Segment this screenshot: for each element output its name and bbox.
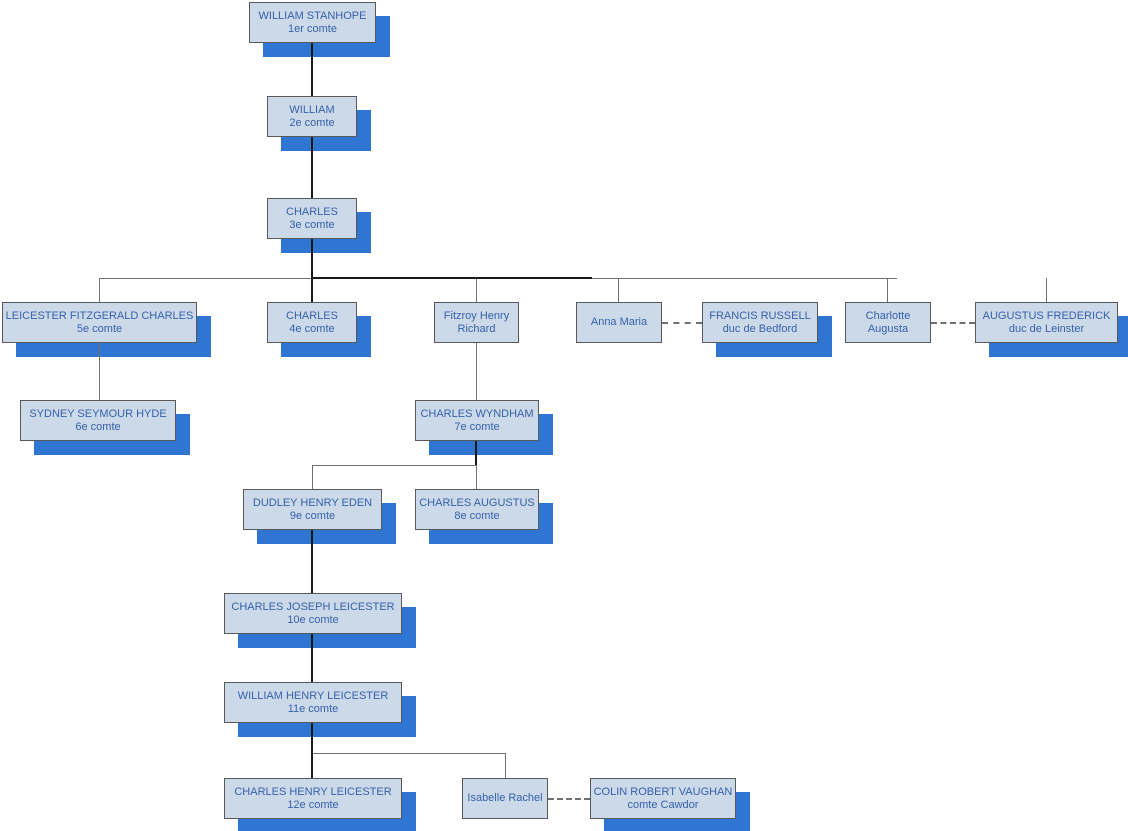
person-title: 4e comte xyxy=(289,322,335,335)
person-name: CHARLES WYNDHAM xyxy=(420,407,534,420)
connector-sib-bar-gen12 xyxy=(312,752,505,754)
person-name: Charlotte xyxy=(865,309,911,322)
person-name: WILLIAM STANHOPE xyxy=(258,9,367,22)
connector-drop-isabelle xyxy=(504,753,506,778)
person-title: 7e comte xyxy=(454,420,500,433)
person-node-isabelle-rachel[interactable]: Isabelle Rachel xyxy=(462,778,548,819)
connector-marriage-anna-bedford xyxy=(662,322,702,324)
connector-drop-augustus-right xyxy=(1045,278,1047,302)
connector-trunk-9e-to-10e xyxy=(311,530,313,593)
person-name: CHARLES xyxy=(286,205,338,218)
person-title: Richard xyxy=(457,322,496,335)
person-name: FRANCIS RUSSELL xyxy=(709,309,811,322)
person-title: 3e comte xyxy=(289,218,335,231)
person-name: WILLIAM xyxy=(289,103,335,116)
person-name: CHARLES AUGUSTUS xyxy=(419,496,535,509)
person-title: 6e comte xyxy=(75,420,121,433)
person-title: duc de Leinster xyxy=(1008,322,1085,335)
connector-drop-fitzroy-to-7e xyxy=(475,343,477,400)
person-title: Augusta xyxy=(867,322,909,335)
connector-marriage-isabelle-cawdor xyxy=(548,798,590,800)
connector-drop-8e xyxy=(475,465,477,489)
person-name: COLIN ROBERT VAUGHAN xyxy=(593,785,733,798)
person-name: WILLIAM HENRY LEICESTER xyxy=(237,689,389,702)
connector-drop-4e xyxy=(311,278,313,302)
connector-drop-anna-maria xyxy=(617,278,619,302)
person-title: 10e comte xyxy=(287,613,339,626)
connector-drop-charlotte xyxy=(886,278,888,302)
connector-trunk-1-to-2 xyxy=(311,43,313,96)
connector-trunk-7e-down xyxy=(475,441,477,465)
person-name: Anna Maria xyxy=(590,316,648,328)
connector-trunk-11e-down xyxy=(311,723,313,778)
person-name: CHARLES HENRY LEICESTER xyxy=(234,785,392,798)
person-title: 12e comte xyxy=(287,798,339,811)
person-title: comte Cawdor xyxy=(627,798,699,811)
connector-trunk-3-down xyxy=(311,239,313,279)
person-title: 9e comte xyxy=(289,509,336,522)
person-name: SYDNEY SEYMOUR HYDE xyxy=(29,407,167,420)
connector-drop-fitzroy xyxy=(475,278,477,302)
person-title: 2e comte xyxy=(289,116,335,129)
person-name: AUGUSTUS FREDERICK xyxy=(982,309,1111,322)
connector-sib-bar-gen9 xyxy=(312,464,477,466)
person-name: DUDLEY HENRY EDEN xyxy=(252,496,373,509)
connector-trunk-10e-to-11e xyxy=(311,634,313,682)
connector-trunk-2-to-3 xyxy=(311,137,313,198)
connector-drop-5e xyxy=(98,278,100,302)
person-name: Isabelle Rachel xyxy=(467,792,543,804)
person-title: duc de Bedford xyxy=(722,322,798,335)
person-name: CHARLES xyxy=(286,309,338,322)
person-title: 11e comte xyxy=(287,702,339,715)
connector-drop-9e xyxy=(311,465,313,489)
person-name: Fitzroy Henry xyxy=(443,309,510,322)
person-title: 5e comte xyxy=(76,322,123,335)
connector-drop-5e-to-6e xyxy=(98,343,100,400)
connector-sib-bar-gen4-trunk xyxy=(312,277,592,279)
connector-marriage-charlotte-leinster xyxy=(931,322,975,324)
person-name: LEICESTER FITZGERALD CHARLES xyxy=(5,309,194,322)
person-title: 8e comte xyxy=(454,509,500,522)
person-name: CHARLES JOSEPH LEICESTER xyxy=(231,600,395,613)
person-node-anna-maria[interactable]: Anna Maria xyxy=(576,302,662,343)
person-title: 1er comte xyxy=(288,22,337,35)
